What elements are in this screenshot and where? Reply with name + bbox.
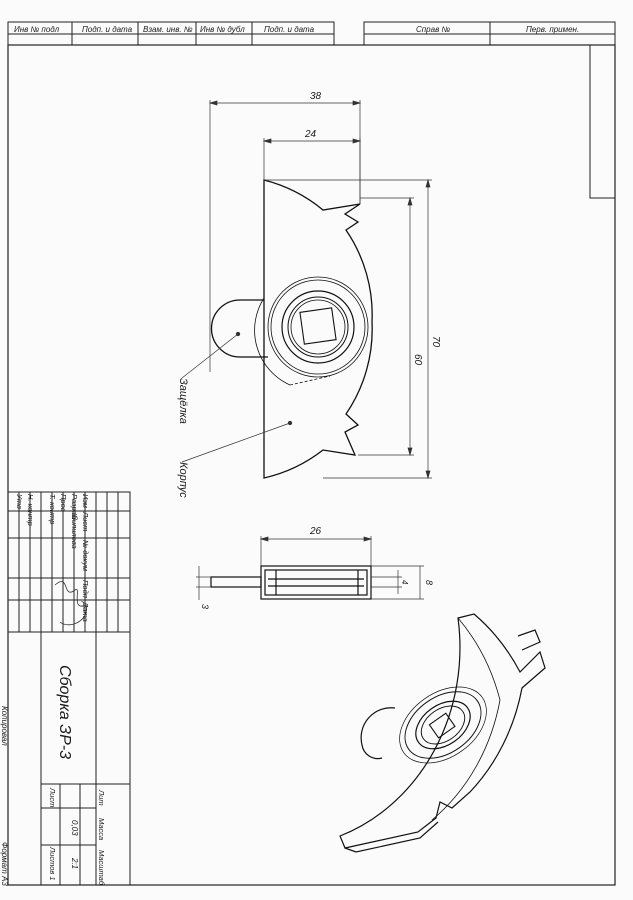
front-dims <box>181 100 432 480</box>
tb-sheets-label: Листов 1 <box>48 846 57 881</box>
side-view <box>210 565 372 600</box>
top-stamp <box>7 21 616 199</box>
tb-col-lit: Лит <box>97 789 106 806</box>
tb-role-utv: Утв <box>15 493 24 509</box>
tb-col-mass: Масса <box>97 818 106 840</box>
signature <box>54 581 87 626</box>
stamp-cell-2: Подп. и дата <box>82 25 133 34</box>
stamp-cell-7: Перв. примен. <box>526 25 579 34</box>
dim-60: 60 <box>412 354 423 366</box>
tb-header-list: Лист <box>81 511 90 531</box>
label-body: Корпус <box>177 462 189 498</box>
tb-header-doc: № докум <box>81 540 90 571</box>
isometric-view <box>339 613 546 853</box>
dim-70: 70 <box>430 336 441 348</box>
copied-note: Копировал <box>0 706 9 746</box>
tb-scale-value: 2:1 <box>70 857 79 869</box>
tb-role-tkontr: Т. контр <box>48 494 57 524</box>
title-block <box>7 491 131 886</box>
tb-role-razrab: Разраб <box>70 494 79 520</box>
format-note: Формат А3 <box>0 842 9 886</box>
drawing-frame <box>7 44 616 886</box>
stamp-cell-5: Подп. и дата <box>264 25 315 34</box>
tb-header-sign: Подп <box>81 580 90 598</box>
tb-mass-value: 0,03 <box>70 820 79 836</box>
tb-header-date: Дата <box>81 601 90 622</box>
side-dims <box>196 536 424 600</box>
front-view <box>210 179 373 479</box>
latch-outline <box>210 299 268 358</box>
tb-header-izm: Изм <box>81 494 90 508</box>
stamp-cell-3: Взам. инв. № <box>143 25 193 34</box>
tb-designation: Сборка ЗР-3 <box>56 665 73 759</box>
stamp-cell-4: Инв № дубл <box>200 25 245 34</box>
dim-3: 3 <box>200 604 210 609</box>
tb-developer: Шипилова <box>70 513 79 549</box>
dim-4: 4 <box>400 580 409 585</box>
stamp-cell-6: Справ № <box>416 25 450 34</box>
tb-col-scale: Масштаб <box>97 850 106 886</box>
dim-24: 24 <box>304 129 317 140</box>
stamp-cell-1: Инв № подл <box>14 25 60 34</box>
tb-sheet-label: Лист <box>48 787 57 807</box>
tb-role-prov: Пров <box>59 494 68 512</box>
dim-26: 26 <box>309 526 322 537</box>
body-outline <box>263 179 373 479</box>
dim-8: 8 <box>424 580 434 585</box>
dim-38: 38 <box>310 91 322 102</box>
label-latch: Защёлка <box>177 378 189 424</box>
tb-role-nkontr: Н. контр <box>26 494 35 526</box>
